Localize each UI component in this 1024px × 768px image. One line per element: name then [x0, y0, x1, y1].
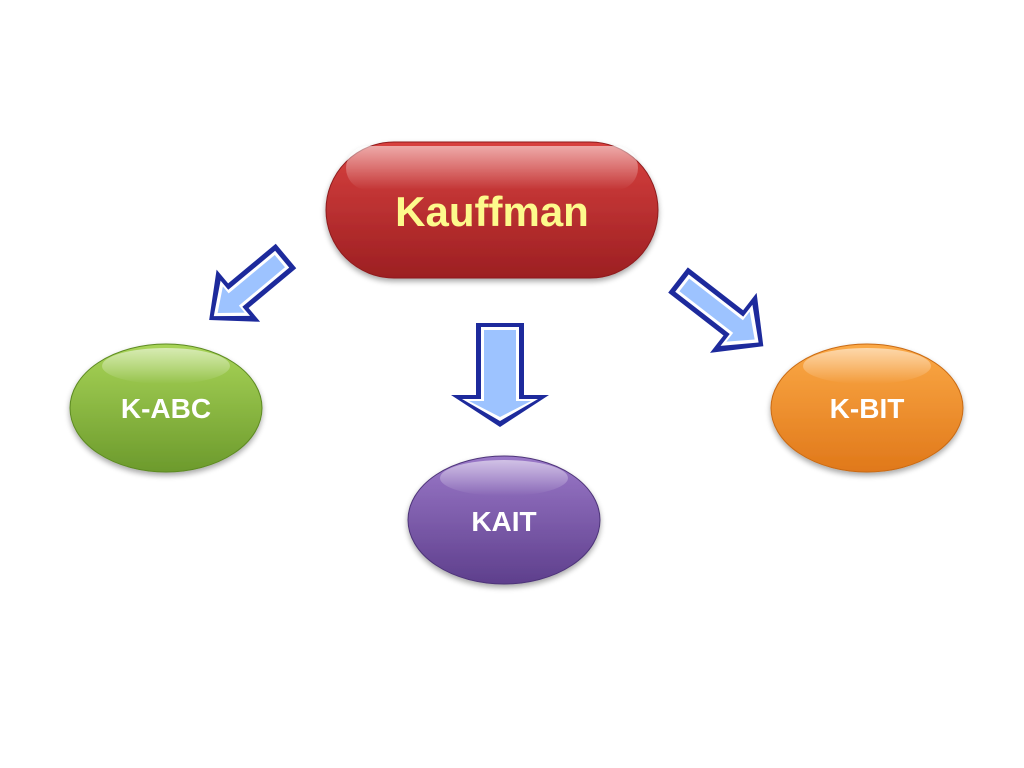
arrow-to-kait-fill	[469, 330, 531, 417]
root-node-label: Kauffman	[395, 188, 589, 235]
arrow-to-k-abc-fill	[217, 254, 285, 313]
node-k-abc-gloss	[102, 348, 230, 384]
node-k-bit-gloss	[803, 348, 931, 384]
node-k-abc-label: K-ABC	[121, 393, 211, 424]
node-kait-gloss	[440, 460, 568, 496]
node-k-bit-label: K-BIT	[830, 393, 905, 424]
arrow-to-kait	[451, 323, 549, 427]
arrow-to-k-bit	[668, 267, 764, 353]
node-k-bit	[770, 343, 964, 473]
node-k-abc	[69, 343, 263, 473]
root-node	[325, 141, 659, 279]
arrow-to-k-bit-fill	[679, 278, 755, 342]
arrow-to-k-abc	[209, 243, 297, 322]
node-kait-label: KAIT	[471, 506, 536, 537]
root-node-gloss	[346, 146, 638, 190]
node-kait	[407, 455, 601, 585]
